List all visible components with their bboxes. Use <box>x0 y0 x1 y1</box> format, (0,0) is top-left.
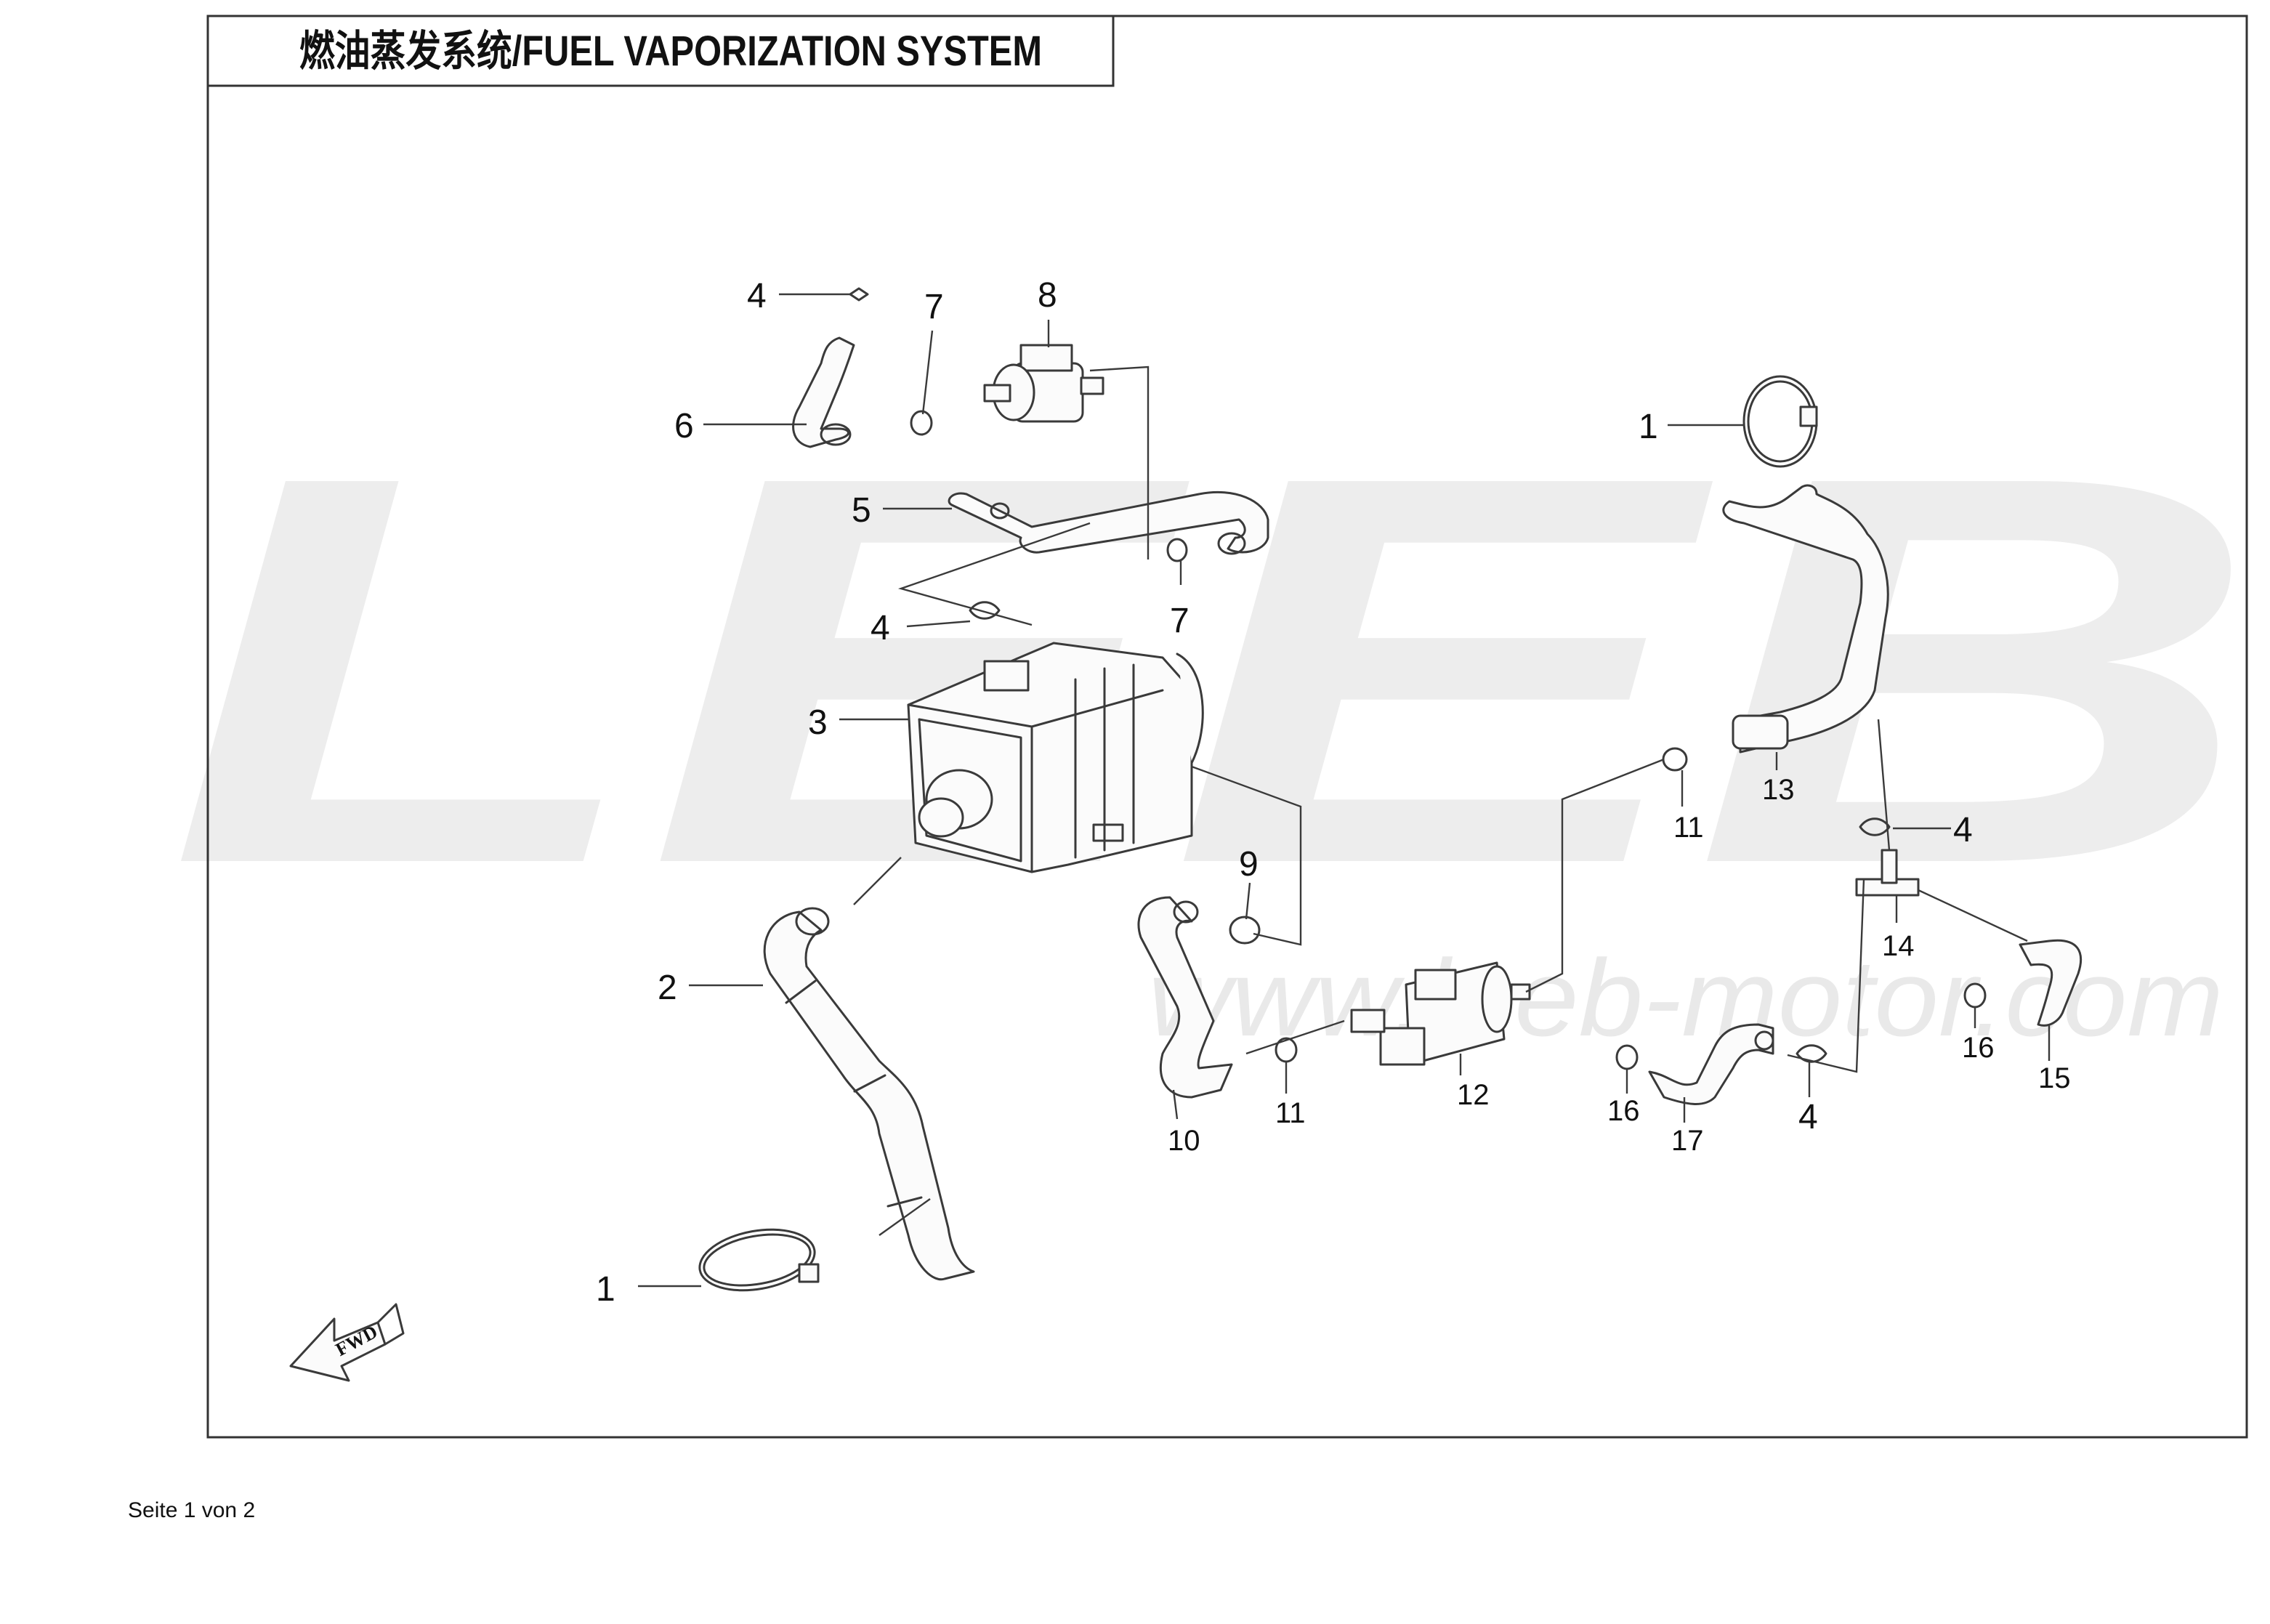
callout-8: 8 <box>1038 276 1057 315</box>
callout-4: 4 <box>747 277 767 315</box>
page-title: 燃油蒸发系统/FUEL VAPORIZATION SYSTEM <box>299 28 1042 75</box>
callout-4: 4 <box>871 609 890 647</box>
callout-7: 7 <box>924 288 944 326</box>
leader-lines <box>638 293 2051 1288</box>
callout-labels: 4 7 8 6 1 5 7 4 3 11 13 4 9 14 2 16 12 1… <box>596 276 2071 1309</box>
callout-3: 3 <box>808 703 828 742</box>
part-8-valve <box>983 344 1104 423</box>
part-17-hose <box>1648 1023 1774 1105</box>
callout-7: 7 <box>1170 602 1189 640</box>
callout-12: 12 <box>1457 1079 1490 1111</box>
callout-1: 1 <box>596 1270 615 1309</box>
part-14-connector <box>1855 849 1920 897</box>
part-9-clip <box>1229 916 1261 945</box>
callout-4: 4 <box>1798 1098 1818 1136</box>
callout-16: 16 <box>1607 1095 1640 1127</box>
callout-16: 16 <box>1962 1032 1995 1064</box>
callout-17: 17 <box>1671 1125 1704 1157</box>
callout-4: 4 <box>1953 811 1973 849</box>
callout-1: 1 <box>1639 408 1658 446</box>
callout-6: 6 <box>674 407 694 445</box>
part-1-upper-clamp <box>1742 375 1818 468</box>
callout-5: 5 <box>852 491 871 530</box>
callout-2: 2 <box>658 969 677 1007</box>
part-2-hose <box>763 907 975 1281</box>
fwd-arrow-icon: FWD <box>289 1303 405 1382</box>
part-16-clips <box>1615 982 1987 1070</box>
part-1-lower-clamp <box>698 1228 820 1292</box>
part-7-clips <box>910 410 1188 562</box>
watermark-brand: LEEB <box>167 362 2260 979</box>
callout-11: 11 <box>1673 812 1704 844</box>
callout-11: 11 <box>1275 1097 1306 1129</box>
callout-15: 15 <box>2038 1062 2071 1094</box>
part-6-hose <box>792 336 855 448</box>
part-15-hose <box>2019 939 2083 1027</box>
part-10-hose <box>1137 896 1233 1099</box>
diagram-frame <box>206 15 2248 1439</box>
callout-9: 9 <box>1239 845 1259 884</box>
part-5-hose <box>948 490 1269 555</box>
part-4-clips <box>849 287 1891 1063</box>
part-13-hose <box>1722 484 1889 754</box>
part-3-canister <box>907 642 1204 873</box>
page-footer: Seite 1 von 2 <box>128 1498 256 1522</box>
callout-10: 10 <box>1168 1125 1200 1157</box>
title-box <box>206 15 1115 87</box>
callout-14: 14 <box>1882 930 1915 962</box>
callout-13: 13 <box>1762 774 1795 806</box>
part-12-valve <box>1350 961 1531 1066</box>
